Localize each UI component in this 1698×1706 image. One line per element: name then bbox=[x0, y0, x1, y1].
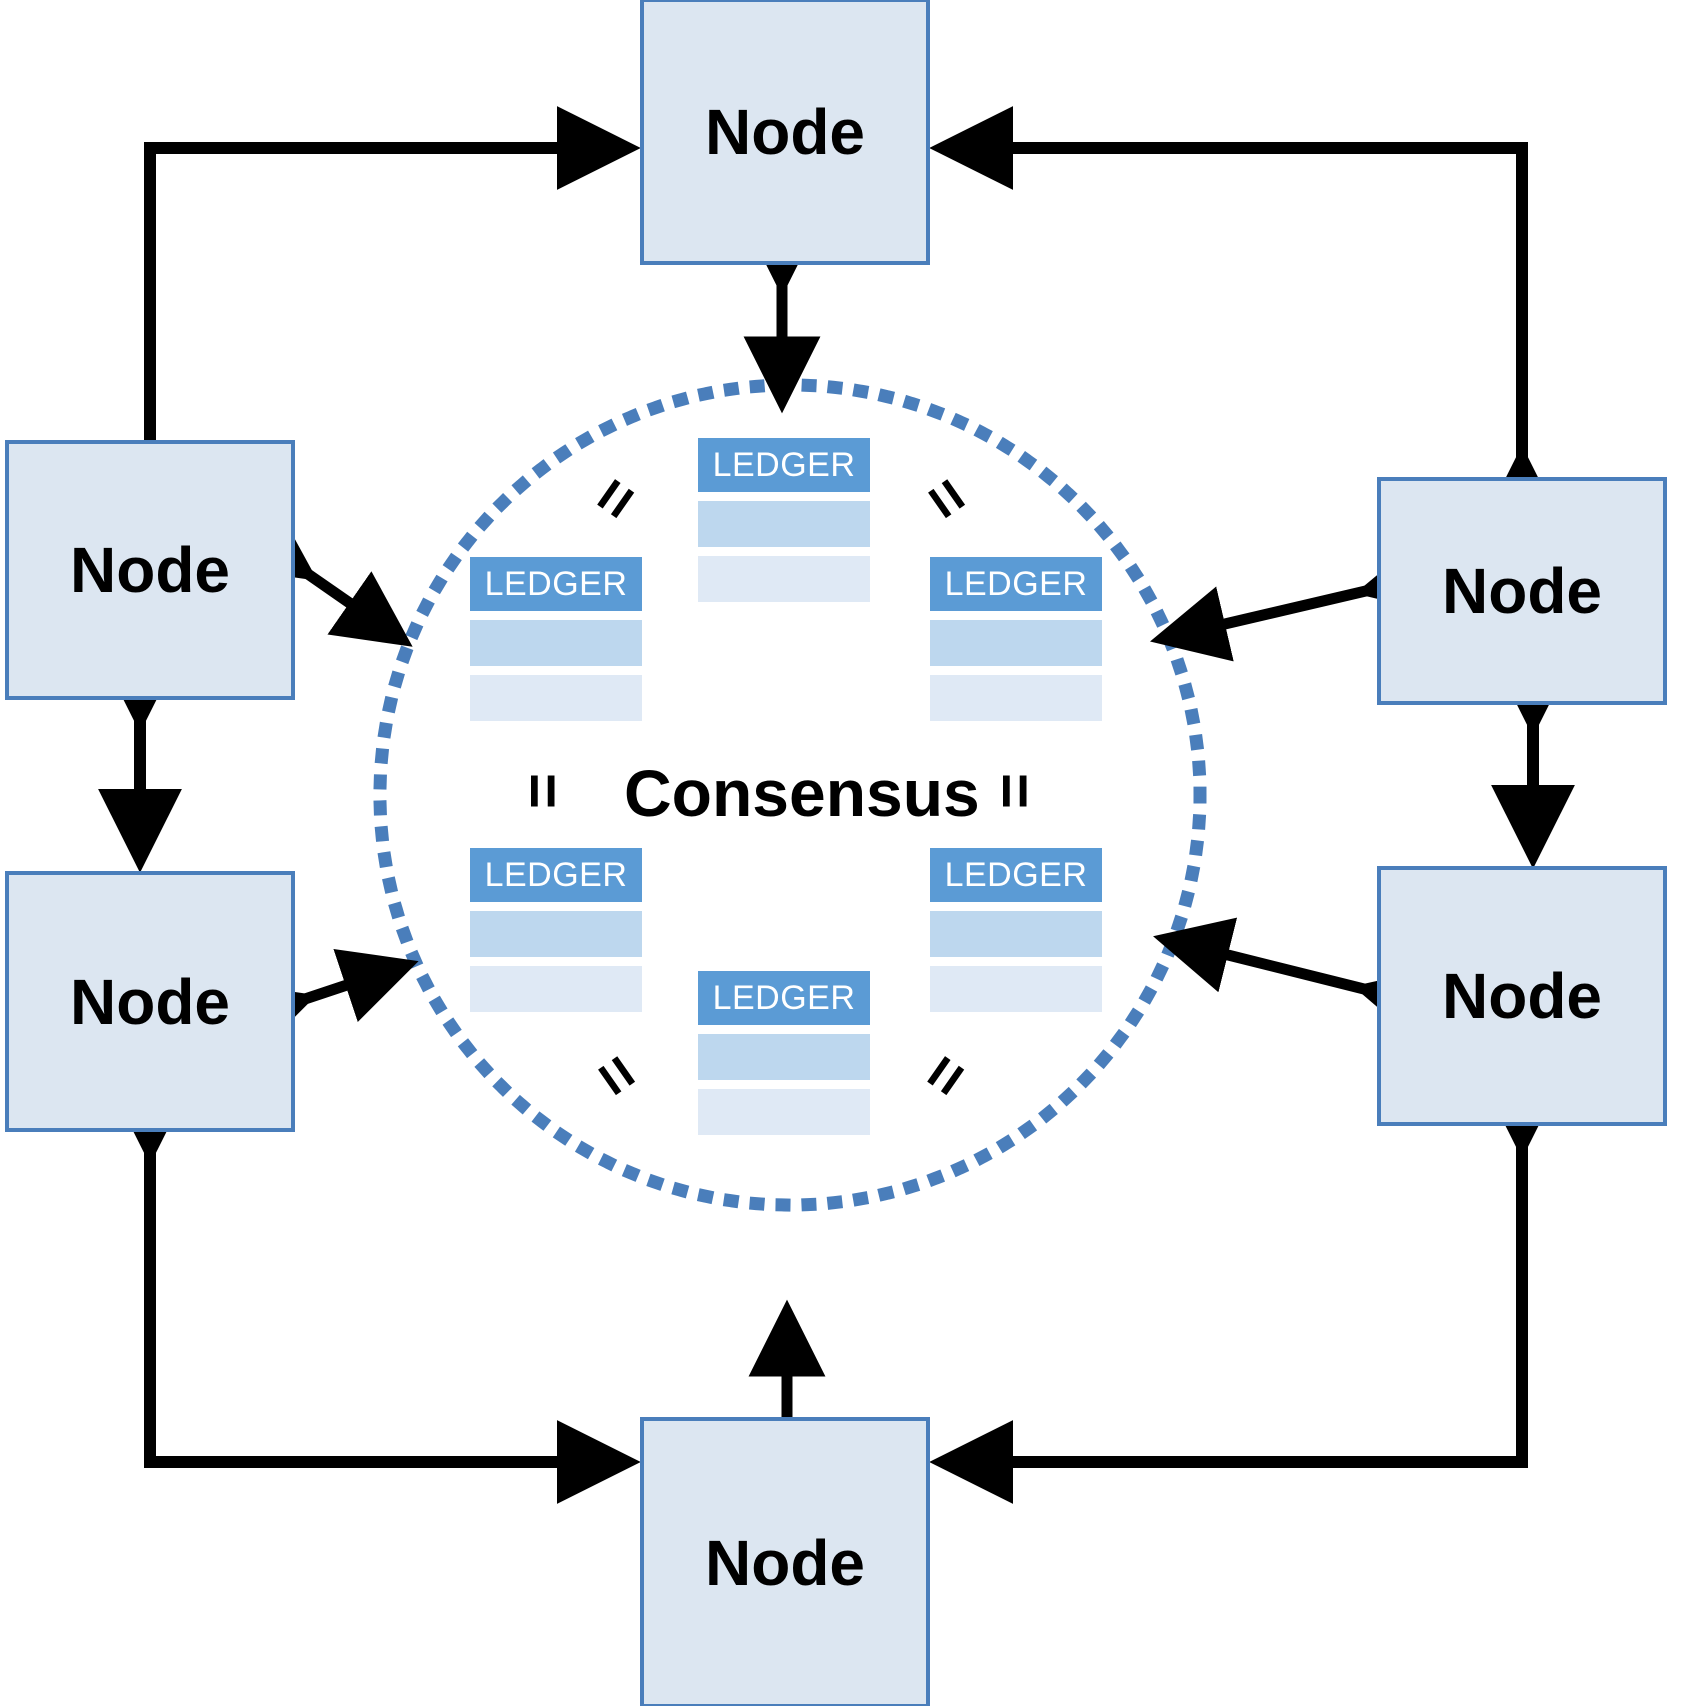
ledger-upper-left-header: LEDGER bbox=[470, 557, 642, 611]
equals-lower-right: = bbox=[907, 1041, 985, 1111]
ledger-bottom-row-1 bbox=[698, 1034, 870, 1080]
ledger-top-row-2 bbox=[698, 556, 870, 602]
equals-mid-left: = bbox=[508, 772, 578, 810]
node-bottom-label: Node bbox=[705, 1526, 865, 1599]
ledger-upper-left[interactable]: LEDGER bbox=[470, 557, 642, 721]
connector-right-upper-to-top bbox=[929, 106, 1564, 530]
node-left-upper-label: Node bbox=[70, 534, 230, 606]
ledger-bottom-row-2 bbox=[698, 1089, 870, 1135]
node-right-upper[interactable]: Node bbox=[1377, 477, 1667, 705]
node-left-lower-label: Node bbox=[70, 965, 230, 1038]
node-right-lower[interactable]: Node bbox=[1377, 866, 1667, 1126]
ledger-lower-right[interactable]: LEDGER bbox=[930, 848, 1102, 1012]
ledger-upper-right-row-2 bbox=[930, 675, 1102, 721]
node-bottom[interactable]: Node bbox=[640, 1417, 930, 1706]
ledger-bottom[interactable]: LEDGER bbox=[698, 971, 870, 1135]
equals-upper-right: = bbox=[907, 464, 986, 534]
ledger-lower-left-row-2 bbox=[470, 966, 642, 1012]
ledger-upper-left-row-2 bbox=[470, 675, 642, 721]
ledger-upper-right-header: LEDGER bbox=[930, 557, 1102, 611]
connector-left-upper-to-top bbox=[108, 106, 641, 530]
ledger-lower-left-row-1 bbox=[470, 911, 642, 957]
ledger-upper-left-row-1 bbox=[470, 620, 642, 666]
node-top-label: Node bbox=[705, 95, 865, 168]
ledger-upper-right-row-1 bbox=[930, 620, 1102, 666]
ledger-lower-right-row-1 bbox=[930, 911, 1102, 957]
ledger-lower-left[interactable]: LEDGER bbox=[470, 848, 642, 1012]
ledger-lower-left-header: LEDGER bbox=[470, 848, 642, 902]
ledger-top-row-1 bbox=[698, 501, 870, 547]
connector-right-upper-to-circle bbox=[1150, 538, 1439, 662]
connector-left-lower-to-bottom bbox=[108, 1080, 641, 1504]
ledger-bottom-header: LEDGER bbox=[698, 971, 870, 1025]
ledger-lower-right-row-2 bbox=[930, 966, 1102, 1012]
equals-upper-left: = bbox=[577, 464, 655, 534]
equals-lower-left: = bbox=[577, 1041, 656, 1111]
ledger-top[interactable]: LEDGER bbox=[698, 438, 870, 602]
consensus-label: Consensus bbox=[624, 756, 980, 830]
connector-left-lower-to-circle bbox=[231, 948, 419, 1057]
node-top[interactable]: Node bbox=[640, 0, 930, 265]
connector-right-lower-to-circle bbox=[1153, 917, 1438, 1043]
node-right-lower-label: Node bbox=[1442, 960, 1602, 1032]
ledger-lower-right-header: LEDGER bbox=[930, 848, 1102, 902]
ledger-top-header: LEDGER bbox=[698, 438, 870, 492]
connector-right-lower-to-bottom bbox=[929, 1074, 1564, 1504]
connector-left-upper-to-circle bbox=[232, 505, 413, 647]
node-right-upper-label: Node bbox=[1442, 555, 1602, 627]
equals-mid-right: = bbox=[980, 772, 1050, 810]
node-left-upper[interactable]: Node bbox=[5, 440, 295, 700]
ledger-upper-right[interactable]: LEDGER bbox=[930, 557, 1102, 721]
node-left-lower[interactable]: Node bbox=[5, 871, 295, 1132]
